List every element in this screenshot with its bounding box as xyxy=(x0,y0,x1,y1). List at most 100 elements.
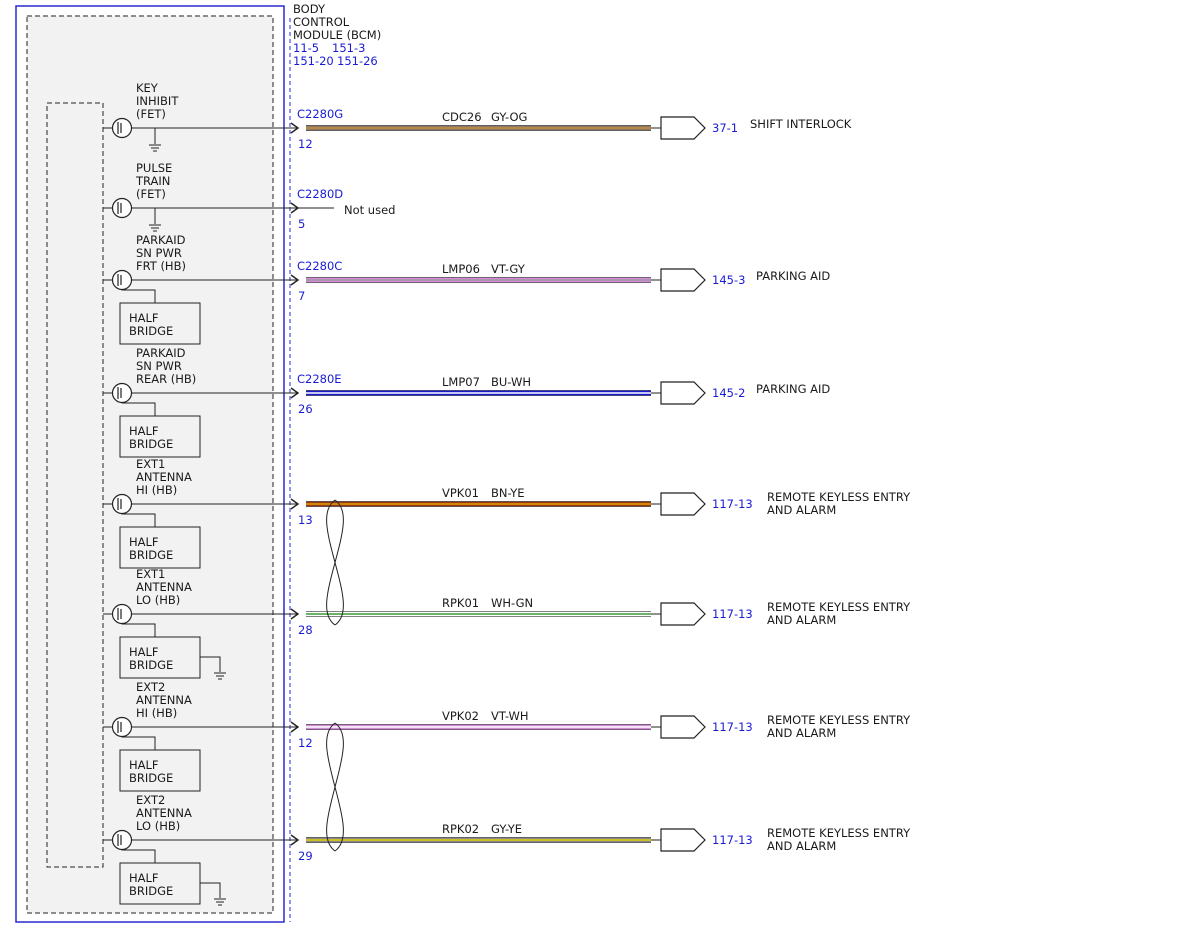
pin-number: 5 xyxy=(298,217,305,231)
half-bridge-label: BRIDGE xyxy=(129,884,173,898)
module-ref[interactable]: 151-3 xyxy=(332,41,365,55)
wire-color-code: BU-WH xyxy=(491,375,531,389)
half-bridge-label: HALF xyxy=(129,871,159,885)
destination-ref-link[interactable]: 117-13 xyxy=(712,833,753,847)
destination-connector-icon xyxy=(660,116,706,140)
wire-color-code: GY-YE xyxy=(491,822,522,836)
connector-id[interactable]: C2280D xyxy=(297,187,343,201)
connector-arrow-icon xyxy=(290,274,300,286)
destination-connector-icon xyxy=(660,381,706,405)
circuit-label: HI (HB) xyxy=(136,706,177,720)
half-bridge-lead xyxy=(121,513,156,527)
destination-name: AND ALARM xyxy=(767,839,836,853)
destination-ref-link[interactable]: 117-13 xyxy=(712,607,753,621)
transistor-icon xyxy=(111,117,133,139)
circuit-label: LO (HB) xyxy=(136,819,180,833)
connector-arrow-icon xyxy=(290,721,300,733)
module-title-line-2: CONTROL xyxy=(293,15,350,29)
circuit-id: LMP07 xyxy=(442,375,480,389)
half-bridge-lead xyxy=(121,849,156,863)
circuit-label: PARKAID xyxy=(136,346,186,360)
transistor-icon xyxy=(111,603,133,625)
half-bridge-label: BRIDGE xyxy=(129,437,173,451)
destination-ref-link[interactable]: 145-2 xyxy=(712,386,745,400)
connector-id[interactable]: C2280G xyxy=(297,107,343,121)
wire-color-code: VT-GY xyxy=(491,262,526,276)
module-title-line-1: BODY xyxy=(293,2,326,16)
circuit-id: CDC26 xyxy=(442,110,482,124)
pin-number: 7 xyxy=(298,289,305,303)
connector-id[interactable]: C2280E xyxy=(297,372,342,386)
half-bridge-label: BRIDGE xyxy=(129,324,173,338)
half-bridge-label: HALF xyxy=(129,645,159,659)
circuit-label: PULSE xyxy=(136,161,172,175)
circuit-label: INHIBIT xyxy=(136,94,179,108)
module-ref[interactable]: 151-26 xyxy=(337,54,378,68)
half-bridge-lead xyxy=(121,289,156,303)
half-bridge-label: BRIDGE xyxy=(129,548,173,562)
not-used-note: Not used xyxy=(344,203,395,217)
circuit-label: ANTENNA xyxy=(136,580,192,594)
half-bridge-lead xyxy=(121,736,156,750)
connector-arrow-icon xyxy=(290,834,300,846)
circuit-label: SN PWR xyxy=(136,359,182,373)
half-bridge-lead xyxy=(121,623,156,637)
half-bridge-label: BRIDGE xyxy=(129,771,173,785)
ground-lead xyxy=(200,656,221,672)
module-ref[interactable]: 11-5 xyxy=(293,41,319,55)
transistor-icon xyxy=(111,197,133,219)
destination-name: REMOTE KEYLESS ENTRY xyxy=(767,826,911,840)
half-bridge-box xyxy=(119,302,201,345)
circuit-label: LO (HB) xyxy=(136,593,180,607)
destination-connector-icon xyxy=(660,492,706,516)
circuit-label: SN PWR xyxy=(136,246,182,260)
half-bridge-label: HALF xyxy=(129,535,159,549)
half-bridge-label: BRIDGE xyxy=(129,658,173,672)
connector-id[interactable]: C2280C xyxy=(297,259,342,273)
pin-number: 29 xyxy=(298,849,313,863)
pin-number: 13 xyxy=(298,513,313,527)
circuit-label: EXT1 xyxy=(136,567,165,581)
half-bridge-box xyxy=(119,415,201,458)
half-bridge-label: HALF xyxy=(129,424,159,438)
circuit-label: EXT2 xyxy=(136,680,165,694)
circuit-label: TRAIN xyxy=(135,174,170,188)
circuit-label: EXT2 xyxy=(136,793,165,807)
destination-name: REMOTE KEYLESS ENTRY xyxy=(767,600,911,614)
connector-arrow-icon xyxy=(290,387,300,399)
circuit-label: (FET) xyxy=(136,107,166,121)
circuit-label: HI (HB) xyxy=(136,483,177,497)
destination-name: AND ALARM xyxy=(767,726,836,740)
destination-ref-link[interactable]: 37-1 xyxy=(712,121,738,135)
destination-name: REMOTE KEYLESS ENTRY xyxy=(767,490,911,504)
internal-bus-dashed xyxy=(46,102,104,868)
half-bridge-box xyxy=(119,636,201,679)
destination-ref-link[interactable]: 117-13 xyxy=(712,497,753,511)
module-ref[interactable]: 151-20 xyxy=(293,54,334,68)
destination-name: PARKING AID xyxy=(756,269,830,283)
destination-name: AND ALARM xyxy=(767,613,836,627)
pin-number: 28 xyxy=(298,623,313,637)
pin-number: 26 xyxy=(298,402,313,416)
circuit-label: REAR (HB) xyxy=(136,372,196,386)
twisted-pair-icon xyxy=(326,722,344,852)
circuit-label: PARKAID xyxy=(136,233,186,247)
destination-ref-link[interactable]: 145-3 xyxy=(712,273,745,287)
circuit-label: FRT (HB) xyxy=(136,259,186,273)
half-bridge-box xyxy=(119,526,201,569)
module-title-line-3: MODULE (BCM) xyxy=(293,28,381,42)
transistor-icon xyxy=(111,829,133,851)
pin-number: 12 xyxy=(298,137,313,151)
destination-name: AND ALARM xyxy=(767,503,836,517)
half-bridge-lead xyxy=(121,402,156,416)
destination-name: SHIFT INTERLOCK xyxy=(750,117,852,131)
circuit-label: EXT1 xyxy=(136,457,165,471)
wire-color-code: VT-WH xyxy=(491,709,529,723)
wire-color-code: BN-YE xyxy=(491,486,525,500)
ground-lead xyxy=(200,882,221,898)
circuit-id: RPK01 xyxy=(442,596,479,610)
circuit-id: LMP06 xyxy=(442,262,480,276)
circuit-label: (FET) xyxy=(136,187,166,201)
destination-ref-link[interactable]: 117-13 xyxy=(712,720,753,734)
